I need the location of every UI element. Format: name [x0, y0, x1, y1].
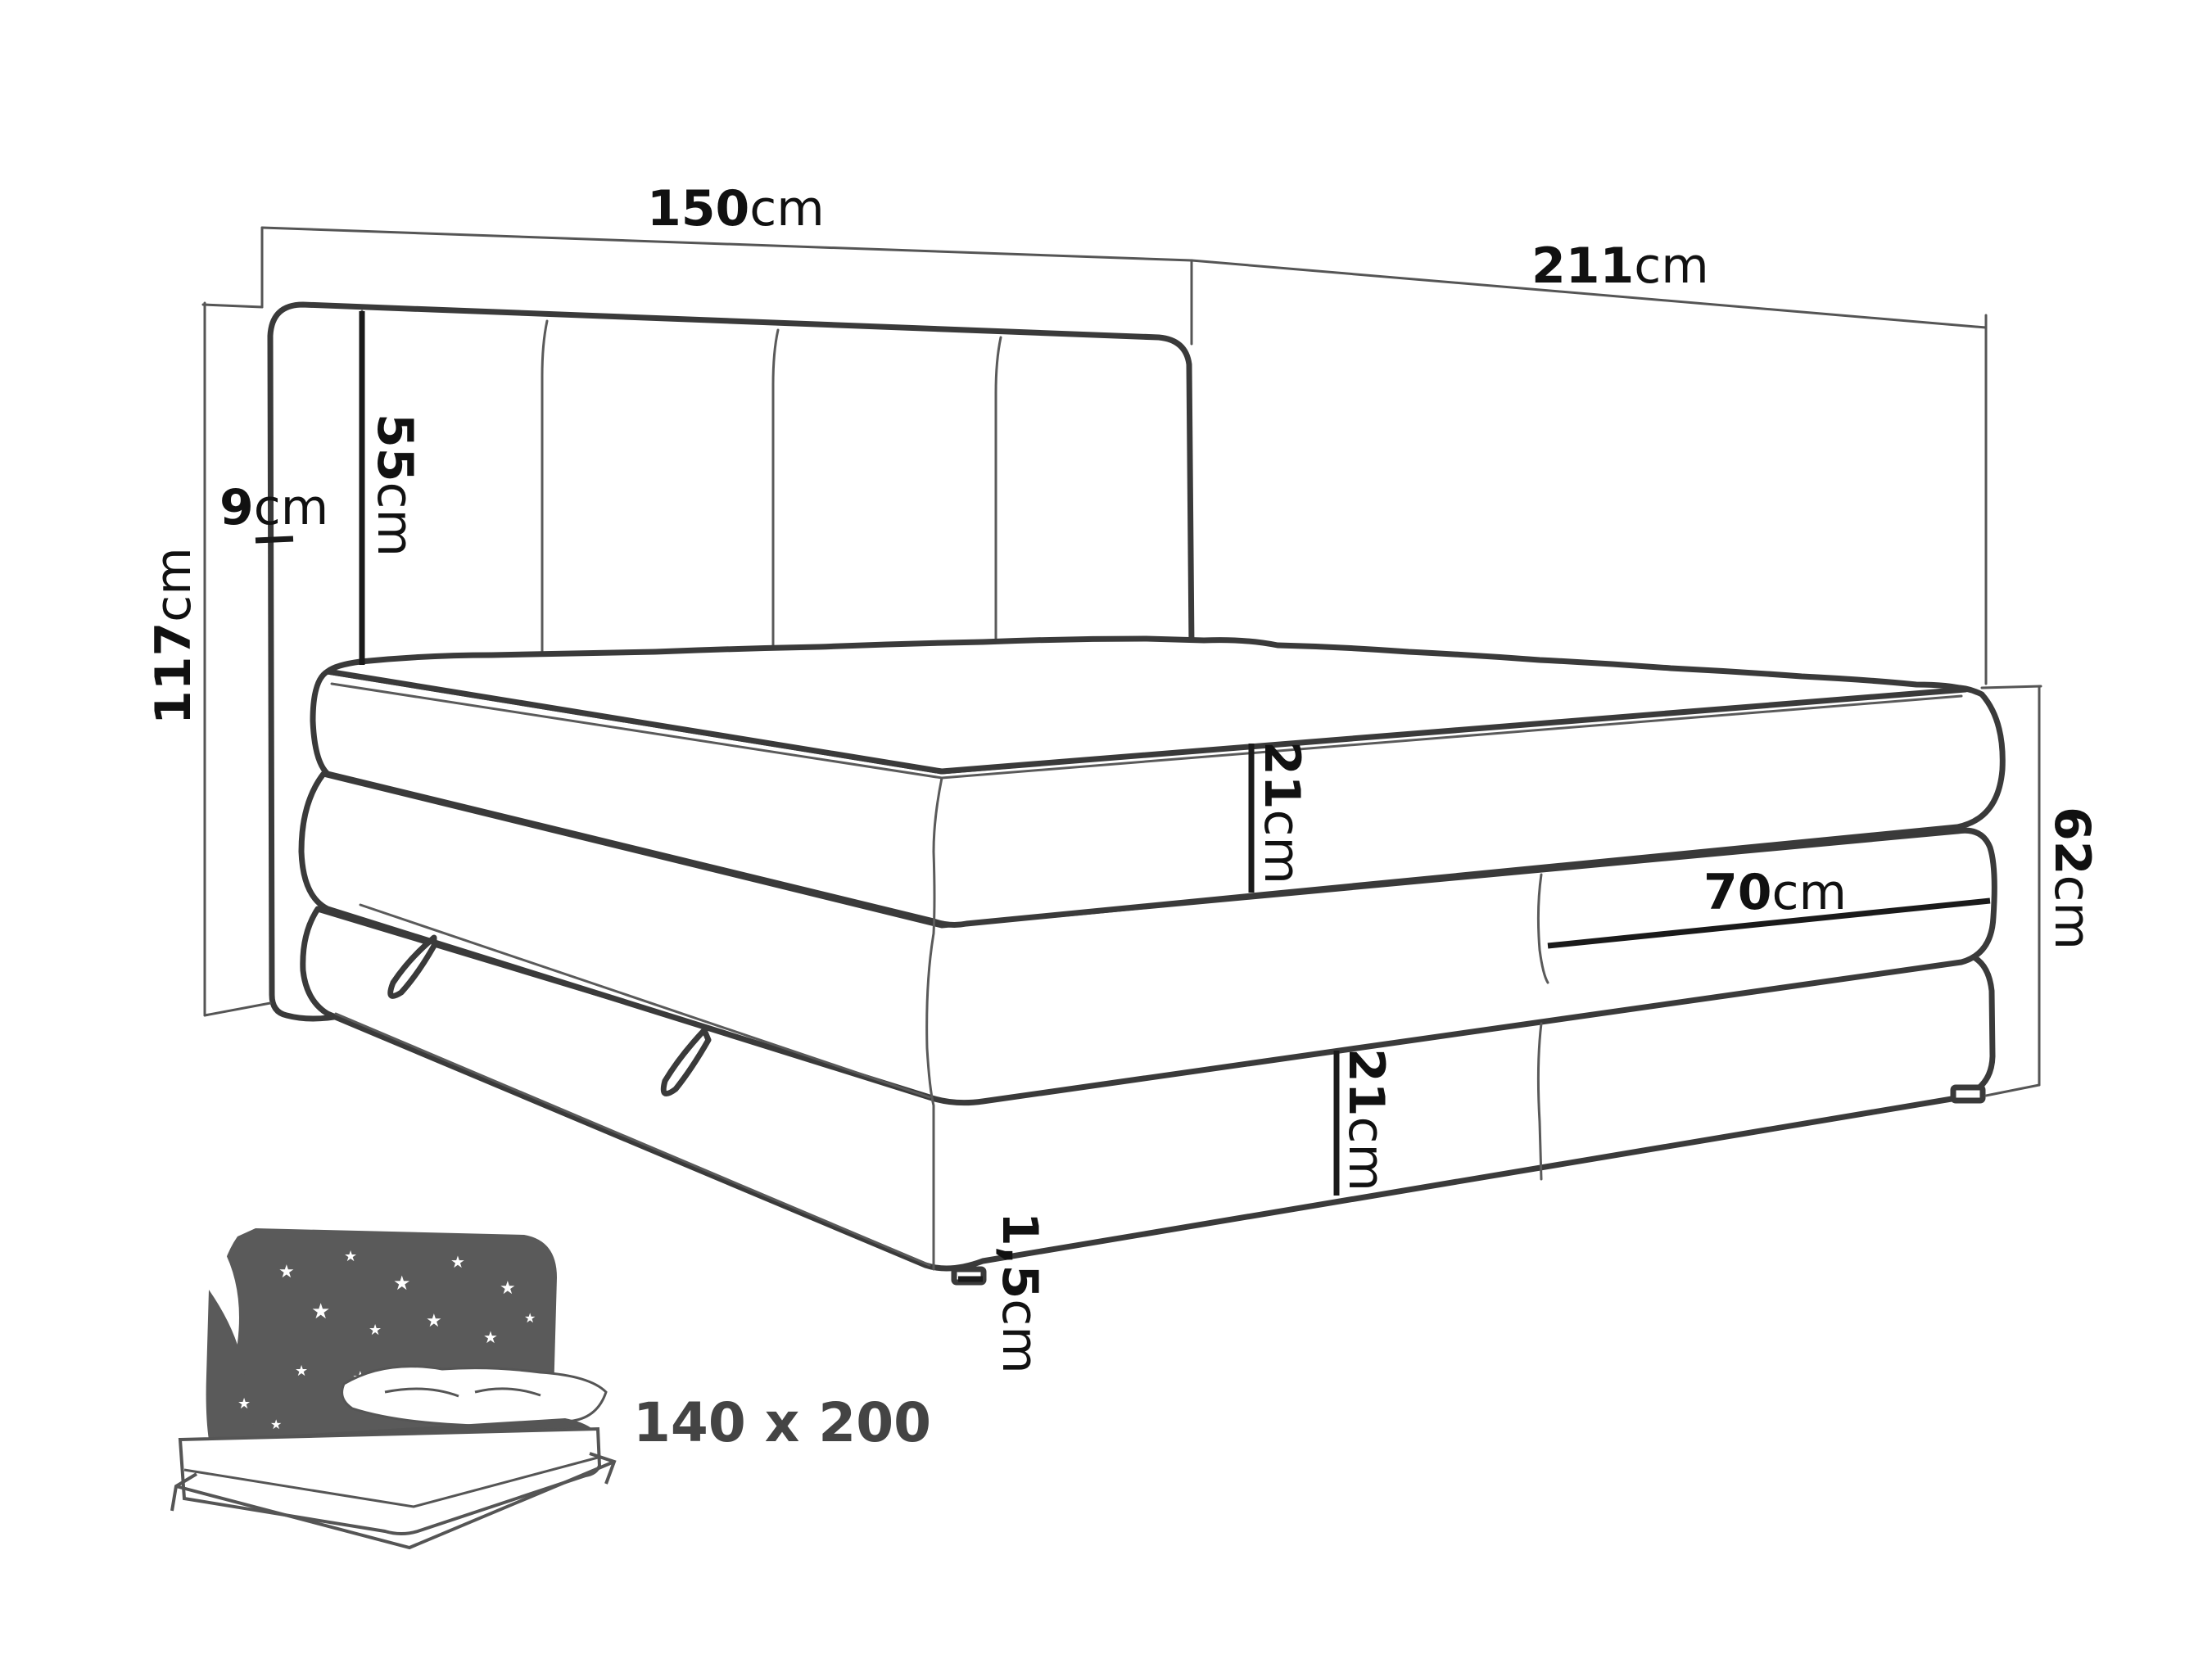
- svg-text:★: ★: [483, 1327, 498, 1347]
- headboard-thickness-value: 9: [219, 479, 254, 536]
- total-height-unit: cm: [145, 547, 202, 622]
- bed-height-value: 62: [2043, 807, 2101, 875]
- icon-pillow-fold: [384, 1387, 541, 1398]
- drawer-seam-top: [1536, 873, 1549, 984]
- svg-text:★: ★: [344, 1248, 357, 1265]
- total-height-tick-bottom: [203, 1001, 272, 1017]
- svg-text:★: ★: [295, 1363, 308, 1380]
- width-label: 150cm: [647, 180, 825, 237]
- bed-height-tick-bottom: [1984, 1083, 2041, 1097]
- storage-width-value: 70: [1703, 864, 1772, 921]
- headboard-height-label: 55cm: [366, 414, 423, 557]
- feet-height-value: 1,5: [991, 1212, 1048, 1299]
- side-handle-1: [387, 934, 437, 999]
- mattress-with-stars-icon: ★ ★ ★ ★ ★ ★ ★ ★ ★ ★ ★ ★ ★ ★ ★ ★: [170, 1228, 617, 1550]
- svg-text:★: ★: [426, 1311, 442, 1331]
- mattress-height-value: 21: [1253, 741, 1310, 810]
- svg-text:★: ★: [450, 1252, 465, 1272]
- svg-text:★: ★: [500, 1278, 516, 1299]
- dimension-lines: [201, 226, 2042, 1282]
- length-unit: cm: [1634, 237, 1708, 295]
- svg-text:★: ★: [311, 1300, 330, 1324]
- icon-arrow-head-left: [170, 1472, 198, 1512]
- length-label: 211cm: [1531, 237, 1709, 295]
- length-value: 211: [1531, 237, 1634, 295]
- base-height-label: 21cm: [1337, 1048, 1395, 1191]
- bed-height-tick-top: [1980, 685, 2042, 689]
- headboard-height-value: 55: [366, 414, 423, 482]
- svg-text:★: ★: [270, 1417, 282, 1432]
- headboard-panel-line-2: [771, 328, 780, 657]
- drawer-seam-bottom: [1536, 1022, 1543, 1181]
- svg-text:★: ★: [393, 1272, 411, 1295]
- foot-back: [1950, 1084, 1986, 1104]
- bed-height-label: 62cm: [2043, 807, 2101, 950]
- storage-width-line: [1547, 897, 1991, 949]
- headboard-thickness-unit: cm: [254, 479, 328, 536]
- storage-width-unit: cm: [1772, 864, 1847, 921]
- svg-text:★: ★: [524, 1310, 536, 1326]
- mattress-height-label: 21cm: [1253, 741, 1310, 884]
- dimension-labels: 150cm 211cm 117cm 9cm 55cm 21cm 62cm 70c…: [145, 180, 2101, 1374]
- bed-height-unit: cm: [2043, 875, 2101, 950]
- icon-mattress-body: [178, 1426, 602, 1535]
- total-height-value: 117: [145, 622, 202, 725]
- total-height-label: 117cm: [145, 547, 202, 725]
- side-handle-2: [660, 1027, 712, 1097]
- total-height-tick-top: [201, 303, 264, 309]
- base-upper: [298, 771, 1997, 1106]
- icon-pillow: [341, 1365, 608, 1428]
- svg-text:★: ★: [369, 1322, 382, 1339]
- length-dimension-line: [1190, 259, 1988, 329]
- headboard-height-unit: cm: [366, 482, 423, 557]
- svg-text:★: ★: [237, 1395, 251, 1413]
- base-height-unit: cm: [1337, 1117, 1395, 1191]
- mattress-height-unit: cm: [1253, 810, 1310, 884]
- width-dimension-line: [260, 226, 1193, 262]
- base-height-value: 21: [1337, 1048, 1395, 1117]
- width-value: 150: [647, 180, 749, 237]
- svg-text:★: ★: [278, 1262, 295, 1282]
- storage-width-label: 70cm: [1703, 864, 1847, 921]
- icon-arrow: [175, 1460, 615, 1550]
- headboard-thickness-line: [255, 536, 294, 544]
- headboard-panel-line-1: [541, 319, 549, 667]
- icon-mattress-stripe: [183, 1456, 599, 1508]
- feet-height-label: 1,5cm: [991, 1212, 1048, 1374]
- mattress-top-quilt: [324, 635, 1969, 775]
- bed-drawing: [267, 301, 2006, 1286]
- mattress: [310, 668, 2006, 928]
- headboard-panel-line-3: [994, 336, 1002, 652]
- headboard-thickness-label: 9cm: [219, 479, 328, 536]
- width-unit: cm: [749, 180, 824, 237]
- mattress-size-label: 140 x 200: [633, 1391, 931, 1454]
- front-corner-seam: [925, 776, 943, 1271]
- feet-height-unit: cm: [991, 1299, 1048, 1373]
- icon-arrow-head-right: [589, 1452, 617, 1485]
- icon-left-panel: [206, 1290, 270, 1453]
- side-drawer-lines: [334, 903, 931, 1267]
